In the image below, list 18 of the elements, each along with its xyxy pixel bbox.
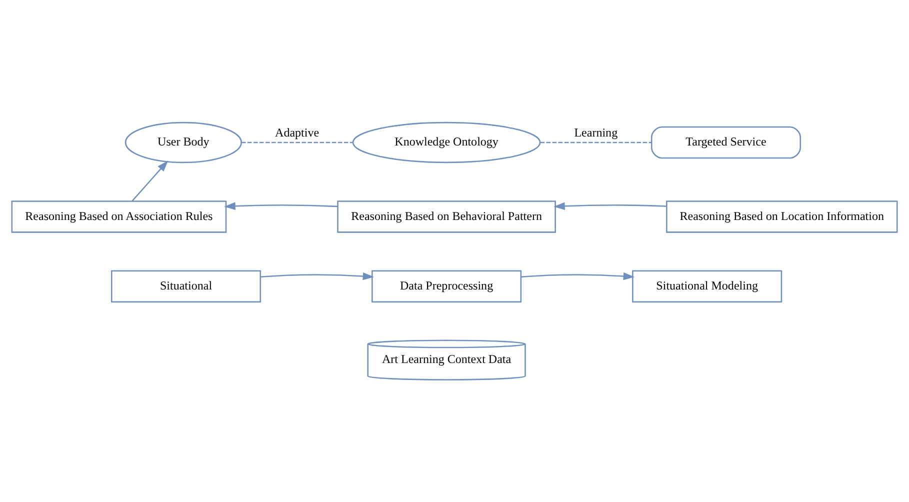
node-box: Reasoning Based on Association Rules [11,200,227,233]
arrow [521,272,635,280]
connector [540,142,652,144]
edge-label: Learning [574,126,618,140]
node-ellipse: Knowledge Ontology [352,122,541,164]
node-box: Situational Modeling [632,270,782,302]
arrow [224,202,338,210]
node-box: Reasoning Based on Behavioral Pattern [337,200,556,233]
node-box: Situational [111,270,262,302]
arrow [132,160,168,202]
arrow [260,272,374,280]
connector [242,142,353,144]
arrow [554,202,667,210]
edge-label: Adaptive [275,126,320,140]
node-ellipse: User Body [124,122,242,164]
node-box: Data Preprocessing [372,270,522,302]
node-box: Targeted Service [650,126,801,159]
node-box: Reasoning Based on Location Information [666,200,898,233]
